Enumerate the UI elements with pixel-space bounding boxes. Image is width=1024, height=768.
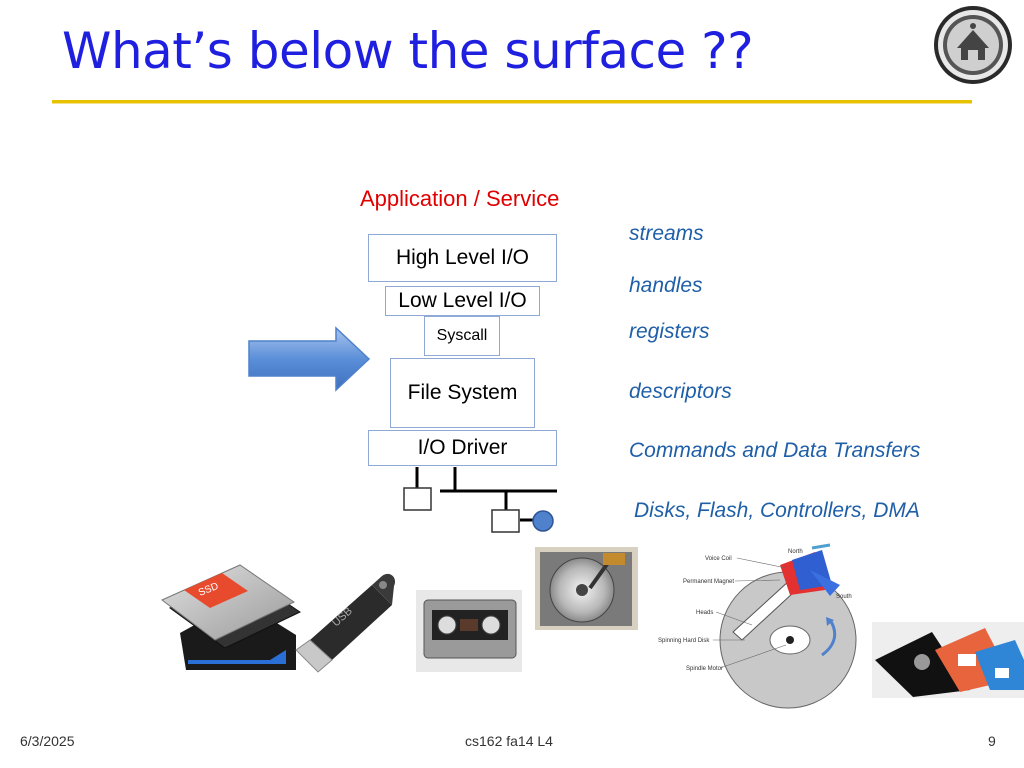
heads-label: Heads	[696, 610, 713, 616]
footer-course: cs162 fa14 L4	[465, 733, 553, 749]
descriptors-label: descriptors	[629, 380, 732, 403]
device-node-circle	[532, 510, 554, 532]
usb-label: USB	[330, 605, 355, 629]
north-label: North	[788, 549, 803, 555]
hard-disk-photo	[535, 547, 638, 630]
spindle-motor-label: Spindle Motor	[686, 666, 723, 672]
right-arrow-icon	[248, 326, 371, 392]
university-seal-icon	[934, 6, 1012, 84]
south-label: South	[836, 594, 852, 600]
title-underline	[52, 100, 972, 104]
footer-date: 6/3/2025	[20, 733, 75, 749]
device-bus-diagram	[415, 467, 557, 522]
ssd-drives-photo: SSD	[161, 564, 302, 670]
slide-title: What’s below the surface ??	[62, 22, 754, 80]
file-system-box: File System	[390, 358, 535, 428]
disk-mechanism-diagram: Voice Coil North Permanent Magnet South …	[658, 543, 857, 709]
application-service-label: Application / Service	[360, 186, 560, 211]
cassette-tape-photo	[416, 590, 522, 672]
usb-stick-photo: USB	[295, 573, 396, 673]
handles-label: handles	[629, 274, 703, 297]
spinning-hard-disk-label: Spinning Hard Disk	[658, 638, 710, 644]
device-box-1	[403, 487, 432, 511]
registers-label: registers	[629, 320, 710, 343]
low-level-io-box: Low Level I/O	[385, 286, 540, 316]
floppy-disks-photo	[872, 622, 1024, 698]
high-level-io-box: High Level I/O	[368, 234, 557, 282]
ssd-label: SSD	[197, 581, 220, 599]
commands-label: Commands and Data Transfers	[629, 439, 921, 462]
syscall-box: Syscall	[424, 316, 500, 356]
voice-coil-label: Voice Coil	[705, 556, 732, 562]
streams-label: streams	[629, 222, 704, 245]
io-driver-box: I/O Driver	[368, 430, 557, 466]
footer-page-number: 9	[988, 733, 996, 749]
device-box-2	[491, 509, 520, 533]
devices-label: Disks, Flash, Controllers, DMA	[634, 499, 920, 522]
permanent-magnet-label: Permanent Magnet	[683, 579, 734, 585]
